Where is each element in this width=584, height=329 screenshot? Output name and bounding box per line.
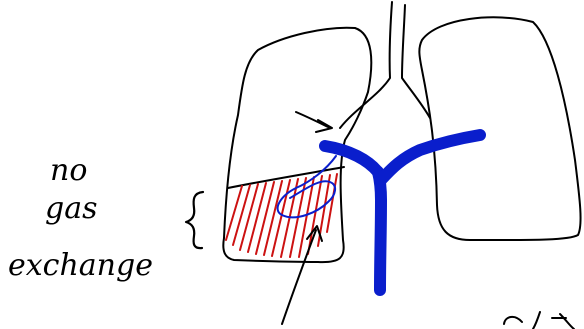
pulmonary-artery — [325, 135, 480, 290]
annotation-line-3: exchange — [8, 248, 153, 283]
trachea — [340, 2, 430, 128]
curly-brace-icon — [186, 192, 203, 248]
right-lung-outline — [419, 17, 580, 240]
annotation: no gas exchange — [8, 153, 153, 283]
annotation-line-1: no — [50, 153, 87, 188]
lobe-fissure — [228, 167, 344, 188]
hilum-arrow-icon — [296, 112, 332, 132]
partial-scribble — [504, 312, 574, 329]
annotation-line-2: gas — [45, 191, 98, 226]
